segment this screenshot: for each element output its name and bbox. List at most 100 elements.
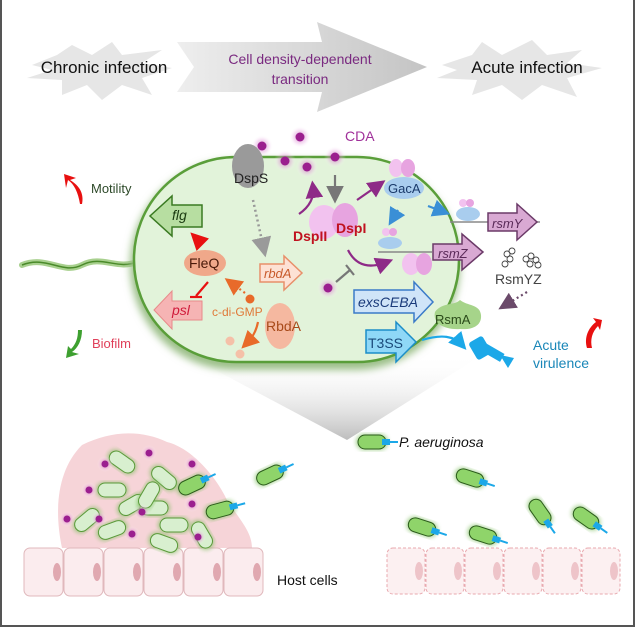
host-cells-label: Host cells <box>277 572 338 588</box>
host-cells-acute <box>386 547 621 595</box>
t3ss-needle-icon <box>430 527 441 536</box>
free-bacterium <box>204 499 246 521</box>
host-cell <box>542 547 582 595</box>
rbda-protein-label: RbdA <box>266 318 302 334</box>
c-di-gmp-molecule <box>245 294 255 304</box>
dspi-to-gaca-arrow <box>356 180 386 201</box>
rsmyz-label: RsmYZ <box>495 271 542 287</box>
host-cell-nucleus <box>213 563 221 581</box>
degradation-product <box>225 336 235 346</box>
biofilm-bacterium <box>158 517 190 533</box>
rsmyz-to-rsma-arrow <box>498 291 528 310</box>
dsps-to-rbda-arrow <box>251 199 272 258</box>
rsmy-gene-arrow <box>487 202 539 242</box>
transition-arrow-icon <box>177 22 427 112</box>
host-cell <box>183 547 224 597</box>
transition-label-line1: Cell density-dependent <box>228 51 371 67</box>
free-bacterium <box>176 473 216 497</box>
acute-virulence-line2: virulence <box>533 355 589 371</box>
host-cell-nucleus <box>415 562 423 580</box>
host-cell <box>103 547 144 597</box>
fleq-protein <box>184 250 226 276</box>
cdigmp-to-fleq-arrow <box>224 278 246 296</box>
gaca-label: GacA <box>388 181 421 196</box>
host-cell-nucleus <box>493 562 501 580</box>
t3ss-apparatus-icon <box>469 336 514 368</box>
chronic-burst-icon <box>27 42 172 100</box>
cda-label: CDA <box>345 128 375 144</box>
host-cell-nucleus <box>53 563 61 581</box>
rsmyz-rna-icon <box>501 247 542 269</box>
host-cell <box>143 547 184 597</box>
acute-infection-label: Acute infection <box>471 58 583 77</box>
cda-molecule <box>95 515 103 523</box>
rsmz-gene-arrow <box>432 232 485 272</box>
rsma-label: RsmA <box>435 312 471 327</box>
gaca-to-rsmy-arrow <box>427 199 451 217</box>
host-cell <box>386 547 426 595</box>
biofilm-down-arrow-icon <box>66 330 82 358</box>
t3ss-label: T3SS <box>368 335 403 351</box>
host-cell <box>223 547 264 597</box>
fleq-inhibits-psl <box>195 281 209 297</box>
free-bacterium <box>571 505 608 534</box>
chronic-infection-label: Chronic infection <box>41 58 168 77</box>
t3ss-gene-arrow <box>365 320 418 364</box>
biofilm-bacterium <box>107 449 137 475</box>
c-di-gmp-label: c-di-GMP <box>212 305 263 319</box>
rsmz-label: rsmZ <box>438 246 469 261</box>
promoter-complex-rsmz <box>378 237 402 249</box>
biofilm-bacterium <box>149 464 179 492</box>
dspii-to-cda-arrow <box>298 180 324 215</box>
cda-molecule <box>128 530 136 538</box>
t3ss-needle-icon <box>491 535 502 544</box>
psl-gene-arrow <box>153 289 203 331</box>
cda-molecule <box>188 500 196 508</box>
host-cell <box>23 547 64 597</box>
host-cell-nucleus <box>133 563 141 581</box>
biofilm-label: Biofilm <box>92 336 131 351</box>
motility-up-arrow-icon <box>64 174 83 204</box>
flg-gene-arrow <box>148 194 203 238</box>
t3ss-to-apparatus-arrow <box>421 330 467 350</box>
host-cell <box>503 547 543 595</box>
dspii-protein <box>309 205 339 239</box>
host-cell-nucleus <box>93 563 101 581</box>
gaca-subunit-a <box>389 159 403 177</box>
t3ss-needle-icon <box>199 474 210 484</box>
motility-label: Motility <box>91 181 132 196</box>
gaca-subunit-b <box>401 159 415 177</box>
exsceba-gene-arrow <box>353 280 435 324</box>
free-bacterium <box>454 467 496 489</box>
dsps-label: DspS <box>234 170 268 186</box>
fleq-label: FleQ <box>189 255 219 271</box>
free-bacteria <box>176 434 608 546</box>
host-cell-nucleus <box>173 563 181 581</box>
rbda-gene-arrow <box>259 254 304 292</box>
dsp-to-rsmz-arrow <box>347 249 394 275</box>
host-cell-nucleus <box>571 562 579 580</box>
host-cell <box>63 547 104 597</box>
dsps-sensor <box>232 144 264 188</box>
organism-label: P. aeruginosa <box>399 434 484 450</box>
rsmy-label: rsmY <box>492 216 524 231</box>
free-bacterium <box>356 434 398 450</box>
flg-label: flg <box>172 207 187 223</box>
dspii-label: DspII <box>293 228 327 244</box>
gaca-protein <box>384 177 424 199</box>
cda-molecule <box>145 449 153 457</box>
host-cell <box>464 547 504 595</box>
dspi-protein <box>332 203 358 237</box>
psl-label: psl <box>171 302 191 318</box>
fleq-activates-flg <box>190 232 210 252</box>
cda-molecule <box>85 486 93 494</box>
t3ss-needle-icon <box>382 439 390 445</box>
free-bacterium <box>527 497 556 534</box>
cda-molecule <box>138 508 146 516</box>
acute-up-arrow-icon <box>586 318 602 348</box>
promoter-complex-rsmy <box>456 207 480 221</box>
rbda-gene-label: rbdA <box>264 266 291 281</box>
zoom-cone <box>187 355 482 440</box>
